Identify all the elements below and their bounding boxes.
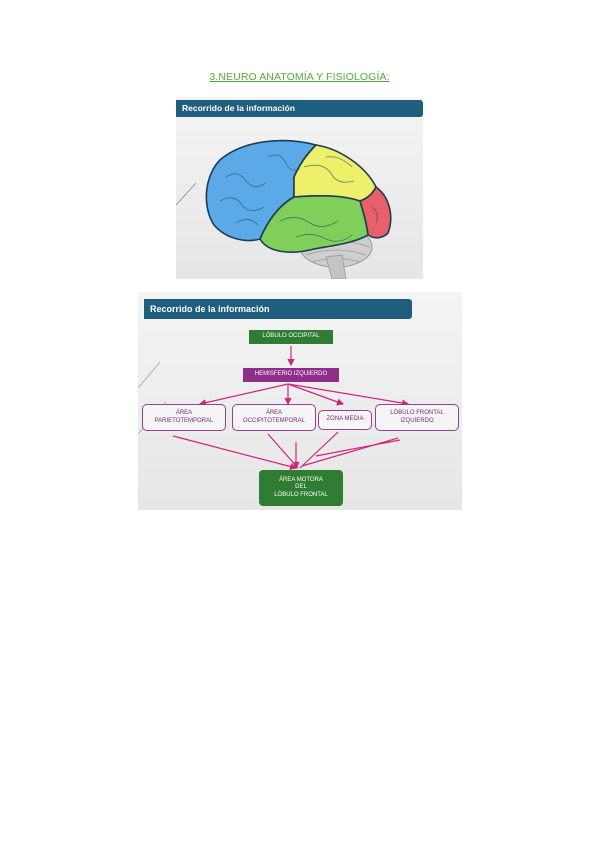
temporal-lobe bbox=[259, 195, 369, 253]
brain-illustration bbox=[176, 139, 392, 279]
node-lobulo-frontal-izquierdo: LÓBULO FRONTAL IZQUIERDO bbox=[375, 404, 459, 431]
node-area-parietotemporal: ÁREA PARIETOTEMPORAL bbox=[142, 404, 226, 431]
flow-arrows bbox=[138, 346, 410, 470]
node-zona-media: ZONA MEDIA bbox=[318, 410, 372, 430]
node-lobulo-occipital: LÓBULO OCCIPITAL bbox=[249, 330, 333, 344]
node-area-motora: ÁREA MOTORA DEL LÓBULO FRONTAL bbox=[259, 470, 343, 506]
slide-title-bar: Recorrido de la información bbox=[176, 100, 423, 117]
node-area-occipitotemporal: ÁREA OCCIPITOTEMPORAL bbox=[232, 404, 316, 431]
brain-slide: Recorrido de la información bbox=[176, 97, 423, 279]
section-heading: 3.NEURO ANATOMÍA Y FISIOLOGÍA: bbox=[209, 71, 390, 83]
slide-title-bar: Recorrido de la información bbox=[144, 299, 412, 319]
node-hemisferio-izquierdo: HEMISFERIO IZQUIERDO bbox=[243, 368, 339, 382]
flow-slide: Recorrido de la información LÓBULO OCCIP… bbox=[138, 292, 462, 510]
decorative-line bbox=[176, 182, 197, 206]
gyri-lines bbox=[219, 154, 378, 242]
